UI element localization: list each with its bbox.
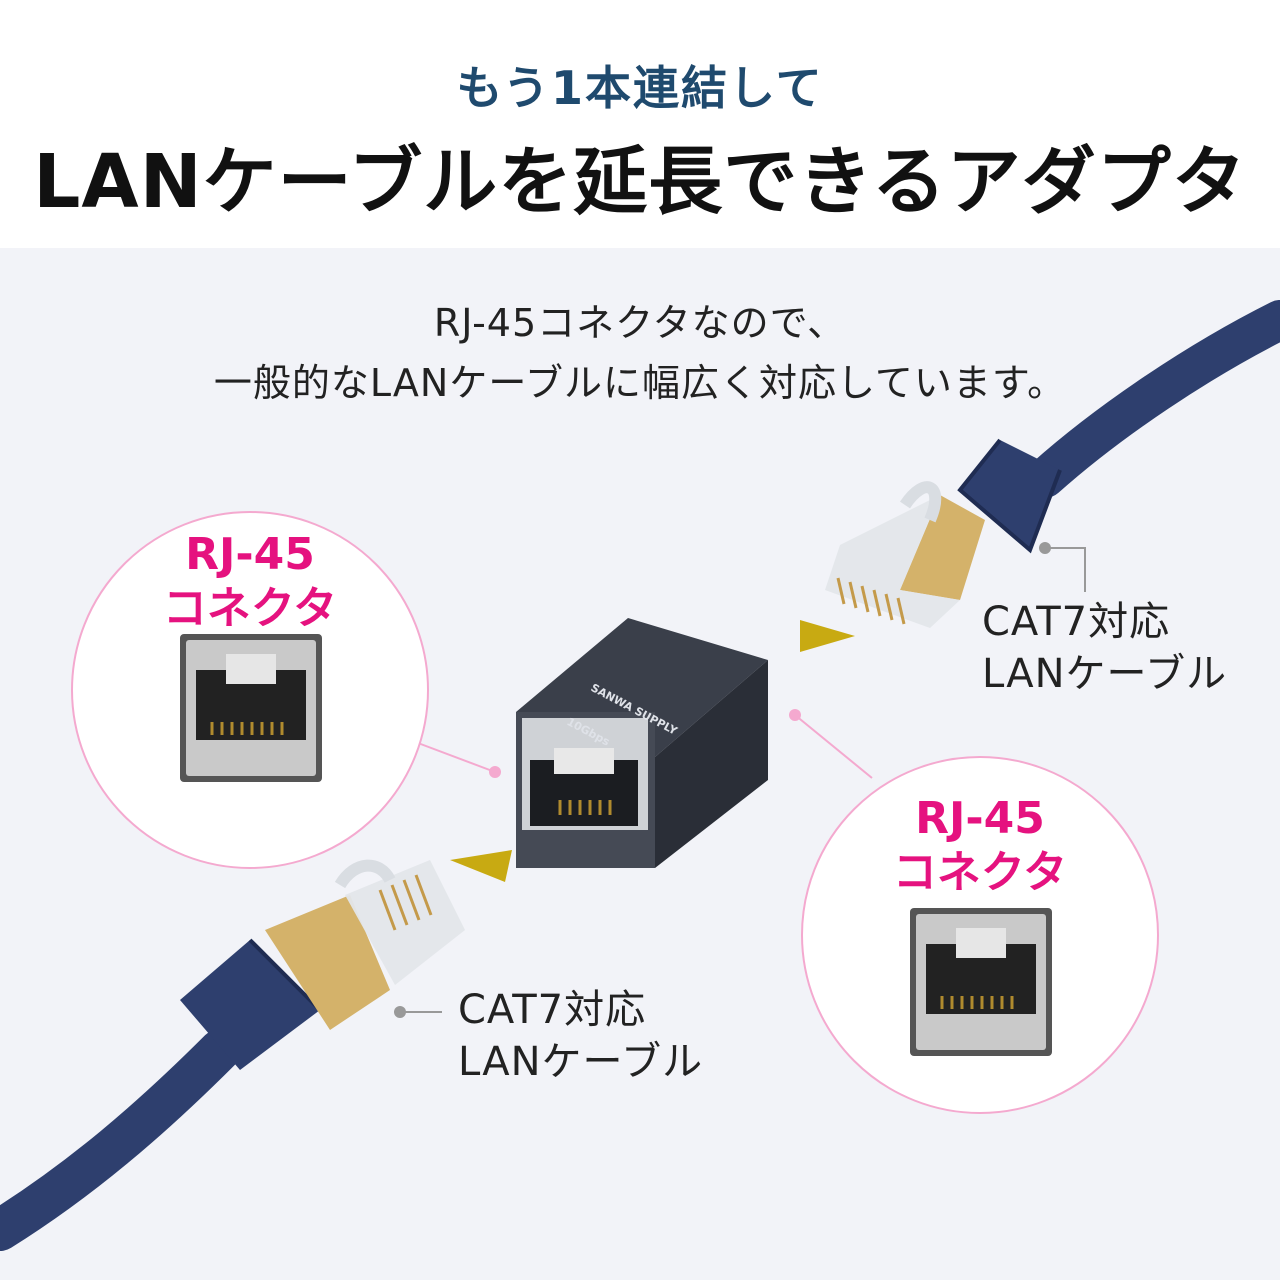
left-port-closeup-icon — [180, 634, 322, 782]
bottom-lan-cable-icon — [0, 859, 465, 1251]
left-callout-line1: RJ-45 — [185, 529, 315, 580]
right-callout-dot — [789, 709, 801, 721]
left-callout-circle — [71, 511, 429, 869]
left-callout-line2: コネクタ — [162, 583, 338, 634]
header — [0, 0, 1280, 248]
callout-leader-lines — [409, 714, 873, 779]
left-callout-dot — [489, 766, 501, 778]
lan-coupler-adapter-icon: SANWA SUPPLY 10Gbps — [516, 618, 768, 868]
top-lan-cable-icon — [825, 300, 1280, 628]
right-callout-circle — [801, 756, 1159, 1114]
page-title: LANケーブルを延長できるアダプタ — [33, 139, 1247, 225]
top-cable-label-line2: LANケーブル — [982, 651, 1228, 697]
bottom-cable-leader-dot — [394, 1006, 406, 1018]
right-callout-line1: RJ-45 — [915, 793, 1045, 844]
left-callout-label: RJ-45 コネクタ — [150, 528, 350, 636]
bottom-cable-label-line1: CAT7対応 — [458, 987, 647, 1033]
arrow-top-icon — [800, 620, 855, 652]
right-port-closeup-icon — [910, 908, 1052, 1056]
top-cable-label-line1: CAT7対応 — [982, 599, 1171, 645]
bottom-cable-label: CAT7対応 LANケーブル — [458, 984, 703, 1088]
page-subtitle: もう1本連結して — [456, 61, 824, 115]
right-callout-line2: コネクタ — [892, 847, 1068, 898]
bottom-cable-label-line2: LANケーブル — [458, 1039, 704, 1085]
description-line-1: RJ-45コネクタなので、 — [433, 301, 847, 345]
description-line-2: 一般的なLANケーブルに幅広く対応しています。 — [213, 361, 1067, 405]
top-cable-leader-dot — [1039, 542, 1051, 554]
right-callout-label: RJ-45 コネクタ — [880, 792, 1080, 900]
cable-label-leaders — [402, 547, 1086, 1013]
arrow-bottom-icon — [450, 850, 512, 882]
top-cable-label: CAT7対応 LANケーブル — [982, 596, 1227, 700]
